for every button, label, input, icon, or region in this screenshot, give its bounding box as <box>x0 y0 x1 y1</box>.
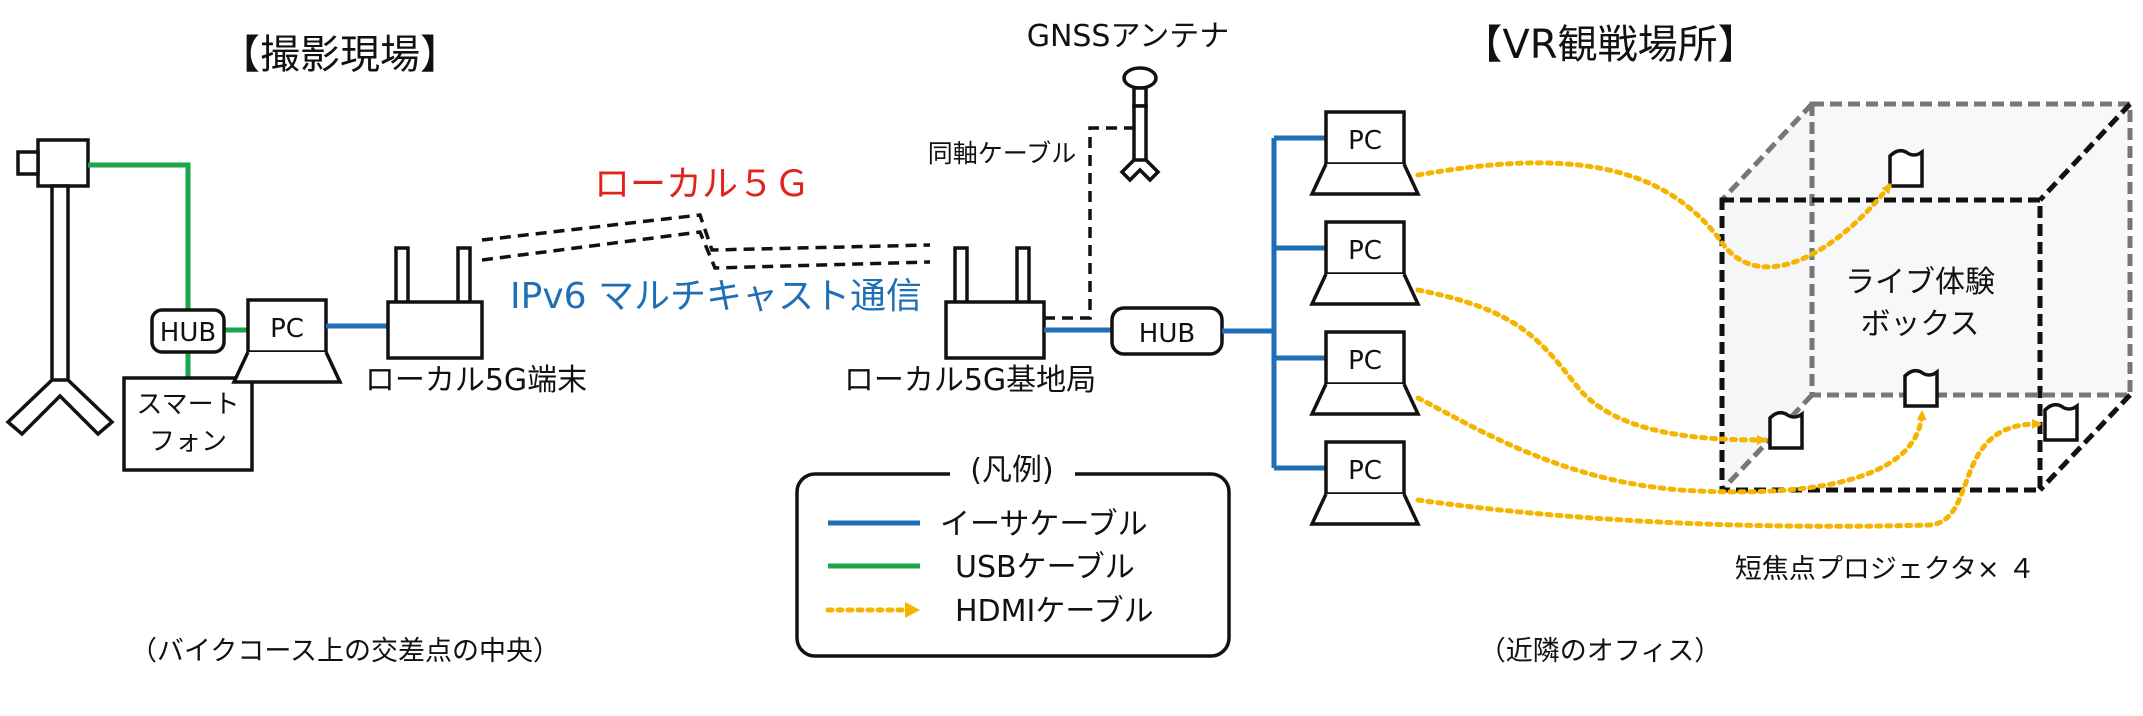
projector-icon <box>1903 368 1939 408</box>
gnss-label: GNSSアンテナ <box>1027 19 1230 54</box>
hdmi-cable-4 <box>1415 418 2043 529</box>
smartphone-label-2: フォン <box>149 427 227 457</box>
projectors-label: 短焦点プロジェクタ× ４ <box>1735 554 2035 585</box>
site-subtitle: （バイクコース上の交差点の中央） <box>130 636 560 667</box>
terminal-label: ローカル5G端末 <box>365 363 587 398</box>
box-label-1: ライブ体験 <box>1845 265 1995 300</box>
coax-cable <box>1044 126 1134 320</box>
hub-left: HUB <box>150 308 226 354</box>
smartphone: スマート フォン <box>122 376 254 472</box>
hub-right: HUB <box>1110 306 1224 356</box>
box-label-2: ボックス <box>1860 307 1979 342</box>
wireless-link-lower <box>481 230 931 270</box>
laptop-icon: PC <box>1310 110 1420 196</box>
laptop-icon: PC <box>1310 220 1420 306</box>
projector-icon <box>1768 410 1804 450</box>
pc-2-label: PC <box>1348 236 1382 266</box>
pc-1-label: PC <box>1348 126 1382 156</box>
usb-cable-camera <box>88 162 191 312</box>
laptop-icon: PC <box>232 298 342 384</box>
pc-4-label: PC <box>1348 456 1382 486</box>
gnss-antenna-icon <box>1119 66 1161 183</box>
wireless-link-upper <box>481 213 931 252</box>
legend-ethernet-label: イーサケーブル <box>940 507 1148 542</box>
multicast-label: IPv6 マルチキャスト通信 <box>510 276 922 317</box>
hdmi-cable-1 <box>1415 160 1893 270</box>
laptop-icon: PC <box>1310 330 1420 416</box>
hub-left-label: HUB <box>160 318 216 348</box>
hub-right-label: HUB <box>1139 319 1195 349</box>
pc-3-label: PC <box>1348 346 1382 376</box>
hdmi-cable-3 <box>1415 395 1927 495</box>
legend: (凡例) イーサケーブル USBケーブル HDMIケーブル <box>795 452 1231 658</box>
camera-icon <box>5 138 115 437</box>
venue-subtitle: （近隣のオフィス） <box>1479 636 1721 667</box>
legend-hdmi-arrow-icon <box>905 602 920 618</box>
local5g-label: ローカル５Ｇ <box>594 164 810 205</box>
pc-left-label: PC <box>270 314 304 344</box>
router-icon <box>386 246 484 360</box>
hdmi-cable-2 <box>1415 287 1768 445</box>
base-station-label: ローカル5G基地局 <box>844 363 1096 398</box>
venue-title: 【VR観戦場所】 <box>1462 22 1757 68</box>
base-station-router-icon <box>944 246 1046 360</box>
projector-icon <box>2043 402 2079 442</box>
legend-title: (凡例) <box>970 453 1053 488</box>
ethernet-branches <box>1274 135 1326 471</box>
coax-label: 同軸ケーブル <box>928 139 1077 168</box>
projector-icon <box>1888 148 1924 188</box>
legend-hdmi-label: HDMIケーブル <box>955 594 1154 629</box>
site-title: 【撮影現場】 <box>220 32 460 78</box>
laptop-icon: PC <box>1310 440 1420 526</box>
legend-usb-label: USBケーブル <box>955 550 1135 585</box>
smartphone-label-1: スマート <box>136 390 239 420</box>
